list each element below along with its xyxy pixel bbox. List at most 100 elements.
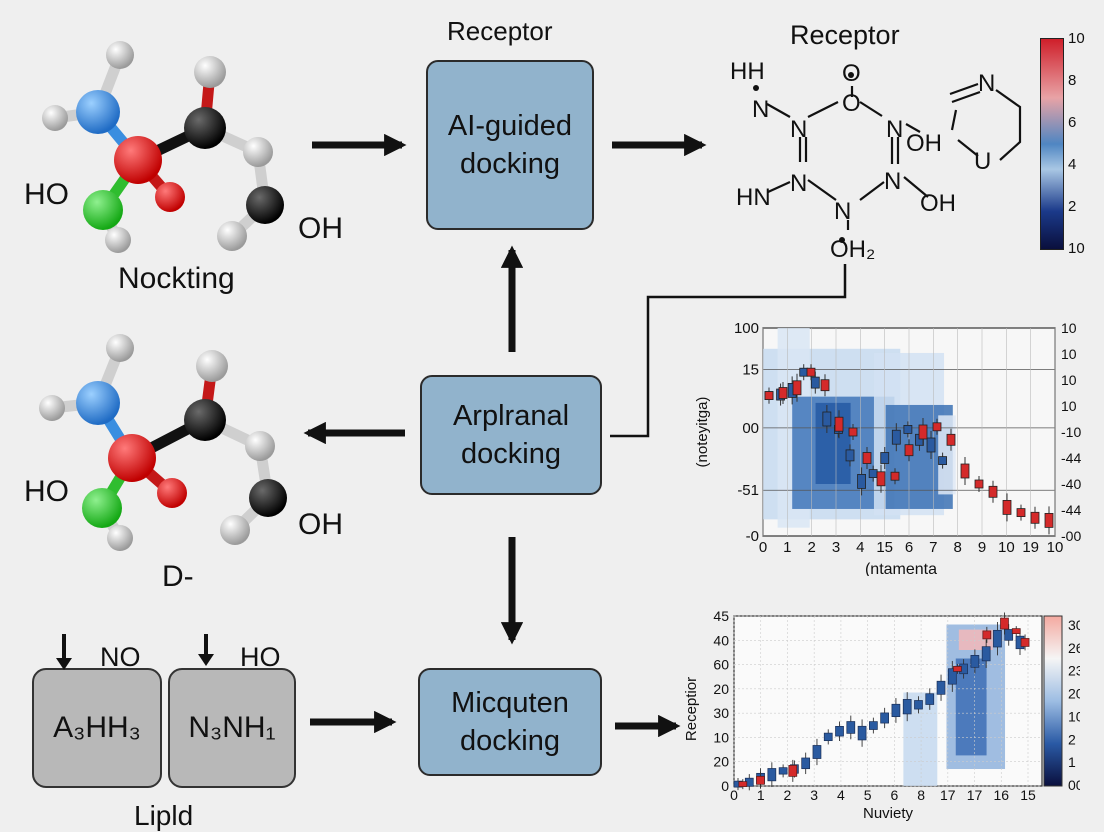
chart1-box bbox=[904, 444, 914, 457]
chart1-y-tick: -51 bbox=[737, 482, 759, 499]
nockting-label: Nockting bbox=[118, 262, 235, 295]
molecule-middle bbox=[39, 334, 287, 551]
chart1-x-tick: 9 bbox=[978, 539, 986, 556]
chart1-box bbox=[1044, 512, 1054, 528]
structure-o-top: O bbox=[842, 60, 861, 87]
chart2-x-tick: 3 bbox=[810, 787, 818, 803]
chart1-box bbox=[764, 391, 774, 400]
colorbar-top-tick: 4 bbox=[1068, 156, 1077, 173]
structure-o-mid: O bbox=[842, 90, 861, 117]
chart1-box bbox=[778, 387, 788, 399]
d-label: D- bbox=[162, 560, 194, 593]
chart1-y-right-tick: -00 bbox=[1061, 528, 1081, 544]
chart1-y-right-tick: 10 bbox=[1061, 346, 1077, 362]
structure-hh: HH bbox=[730, 58, 765, 85]
chart2-x-tick: 6 bbox=[890, 787, 898, 803]
lipid-arrows bbox=[56, 634, 214, 670]
chart2-box bbox=[835, 726, 844, 737]
chart2-box bbox=[902, 699, 912, 715]
chart1-y-right-tick: -40 bbox=[1061, 476, 1081, 492]
structure-n4: N bbox=[790, 170, 808, 197]
molecule-top-ho-label: HO bbox=[24, 178, 69, 211]
chart2-x-tick: 17 bbox=[940, 787, 956, 803]
chart2-box bbox=[801, 757, 811, 770]
lipid-left-top-label: NO bbox=[100, 642, 141, 672]
colorbar-top-tick: 6 bbox=[1068, 114, 1077, 131]
chart1-x-tick: 10 bbox=[998, 539, 1015, 556]
chart2-x-tick: 8 bbox=[917, 787, 925, 803]
chart1-y-tick: 00 bbox=[742, 420, 759, 437]
structure-oh3: OH₂ bbox=[830, 236, 876, 263]
chart2-box bbox=[953, 666, 962, 672]
chart1-y-tick: 15 bbox=[742, 362, 759, 379]
colorbar-top bbox=[1040, 38, 1064, 250]
chart2-x-tick: 2 bbox=[784, 787, 792, 803]
chart2-y-tick: 20 bbox=[713, 754, 729, 770]
chart2-y-tick: 10 bbox=[713, 729, 729, 745]
chart1-y-right-tick: 10 bbox=[1061, 320, 1077, 336]
chart1-y-tick: 100 bbox=[734, 320, 759, 337]
chart2-colorbar-tick: 26 bbox=[1068, 640, 1080, 656]
chart1-x-tick: 7 bbox=[929, 539, 937, 556]
chart1-box bbox=[890, 471, 900, 481]
chart1-box bbox=[988, 485, 998, 498]
receptor-top-label: Receptor bbox=[447, 16, 553, 46]
arplranal-docking-box: Arplranal docking bbox=[420, 375, 602, 495]
chart1-box bbox=[946, 433, 956, 446]
chart2-box bbox=[788, 765, 798, 777]
chart1-x-tick: 10 bbox=[1047, 539, 1064, 556]
chart2-heat-patch bbox=[955, 658, 987, 756]
chart1-y-tick: -0 bbox=[746, 528, 759, 545]
structure-n3: N bbox=[886, 116, 904, 143]
chart2-x-tick: 17 bbox=[967, 787, 983, 803]
chart1-box bbox=[932, 422, 942, 432]
ai-guided-line-2: docking bbox=[460, 148, 560, 180]
chart2-x-label: Nuviety bbox=[863, 805, 914, 822]
lipld-label: Lipld bbox=[134, 800, 194, 831]
chart1-box bbox=[862, 452, 872, 464]
chart1-box bbox=[1030, 511, 1040, 524]
lipid-box-right-formula: N₃NH₁ bbox=[188, 711, 276, 744]
chart1-x-tick: 8 bbox=[953, 539, 961, 556]
chart1-y-right-tick: -10 bbox=[1061, 424, 1081, 440]
chart1-box bbox=[926, 437, 936, 453]
molecule-top bbox=[42, 41, 284, 253]
chart2-box bbox=[981, 646, 991, 662]
chart1-box bbox=[891, 429, 901, 445]
chart2-box bbox=[891, 703, 901, 717]
chart2-colorbar-tick: 1 bbox=[1068, 754, 1076, 770]
chart2-box bbox=[823, 732, 833, 742]
chart2-x-tick: 0 bbox=[730, 787, 738, 803]
colorbar-top-tick: 10 bbox=[1068, 30, 1085, 47]
chart2-y-tick: 30 bbox=[713, 705, 729, 721]
chart1-x-tick: 0 bbox=[759, 539, 767, 556]
chart2-box bbox=[1000, 617, 1009, 630]
chart2-colorbar-tick: 2 bbox=[1068, 731, 1076, 747]
molecule-top-oh-label: OH bbox=[298, 212, 343, 245]
chart2-box bbox=[756, 775, 765, 785]
colorbar-top-tick: 2 bbox=[1068, 198, 1077, 215]
structure-oh1: OH bbox=[906, 130, 942, 157]
chart1-x-tick: 15 bbox=[876, 539, 893, 556]
chart2-box bbox=[1020, 638, 1030, 647]
chart1-box bbox=[938, 456, 948, 466]
receptor-right-label: Receptor bbox=[790, 20, 900, 50]
chart2-box bbox=[982, 630, 992, 640]
receptor-structure bbox=[753, 72, 1022, 243]
colorbar-top-tick: 8 bbox=[1068, 72, 1077, 89]
chart2-box bbox=[936, 680, 946, 695]
micquten-line-2: docking bbox=[460, 725, 560, 757]
lipid-box-right: N₃NH₁ bbox=[168, 668, 296, 788]
arplranal-line-1: Arplranal bbox=[452, 400, 570, 432]
chart1-x-label: (ntamenta bbox=[865, 561, 937, 576]
chart1-x-tick: 2 bbox=[807, 539, 815, 556]
chart1-box bbox=[820, 379, 830, 392]
chart2-box bbox=[880, 712, 889, 724]
arplranal-line-2: docking bbox=[461, 438, 561, 470]
chart2-box bbox=[857, 725, 867, 741]
lipid-right-top-label: HO bbox=[240, 642, 281, 672]
chart2-box bbox=[812, 745, 822, 759]
